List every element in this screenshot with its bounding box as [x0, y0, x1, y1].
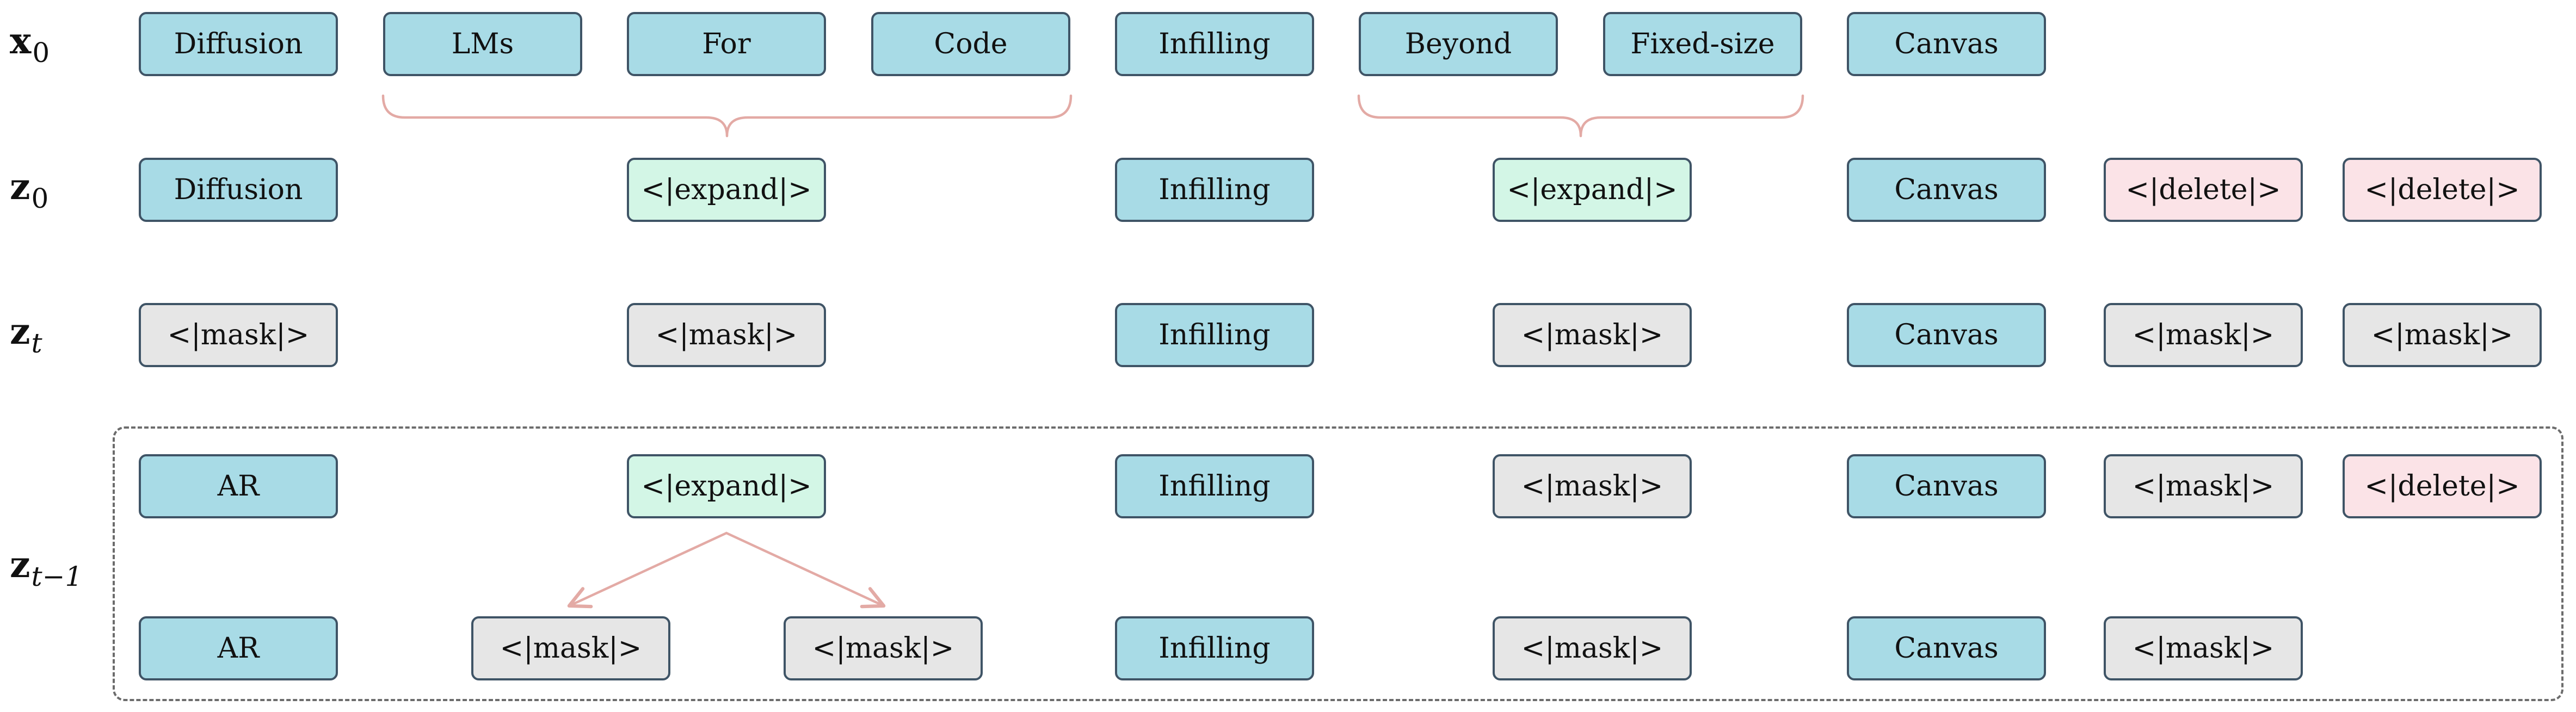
token-x0-1: Diffusion: [139, 12, 338, 76]
row-label-z0: z0: [10, 165, 49, 214]
token-z0-5: Canvas: [1847, 158, 2046, 222]
token-x0-3: For: [627, 12, 826, 76]
token-zt1-lower-5: <|mask|>: [1493, 616, 1692, 680]
token-x0-2: LMs: [383, 12, 582, 76]
token-zt-7: <|mask|>: [2343, 303, 2542, 367]
expand-arrow-right: [725, 531, 886, 609]
token-x0-7: Fixed-size: [1603, 12, 1802, 76]
token-x0-6: Beyond: [1359, 12, 1558, 76]
token-zt1-upper-1: AR: [139, 454, 338, 518]
token-zt-4: <|mask|>: [1493, 303, 1692, 367]
token-zt-6: <|mask|>: [2104, 303, 2303, 367]
token-z0-4: <|expand|>: [1493, 158, 1692, 222]
token-z0-3: Infilling: [1115, 158, 1314, 222]
token-zt-1: <|mask|>: [139, 303, 338, 367]
token-zt1-lower-4: Infilling: [1115, 616, 1314, 680]
token-zt1-upper-3: Infilling: [1115, 454, 1314, 518]
token-zt1-upper-6: <|mask|>: [2104, 454, 2303, 518]
token-x0-8: Canvas: [1847, 12, 2046, 76]
row-label-zt: zt: [10, 310, 42, 359]
token-zt-3: Infilling: [1115, 303, 1314, 367]
row-label-zt-minus-1: zt−1: [10, 543, 83, 592]
token-zt1-upper-2: <|expand|>: [627, 454, 826, 518]
row-label-x0: x0: [10, 20, 50, 69]
zt-minus-1-group-box: [113, 426, 2563, 701]
token-zt-5: Canvas: [1847, 303, 2046, 367]
token-zt1-upper-4: <|mask|>: [1493, 454, 1692, 518]
token-z0-7: <|delete|>: [2343, 158, 2542, 222]
token-z0-2: <|expand|>: [627, 158, 826, 222]
token-z0-1: Diffusion: [139, 158, 338, 222]
brace-beyond-fixed-size: [1357, 94, 1804, 138]
token-x0-5: Infilling: [1115, 12, 1314, 76]
token-zt1-lower-6: Canvas: [1847, 616, 2046, 680]
expand-arrow-left: [567, 531, 728, 609]
token-zt1-upper-5: Canvas: [1847, 454, 2046, 518]
token-x0-4: Code: [871, 12, 1070, 76]
token-zt1-upper-7: <|delete|>: [2343, 454, 2542, 518]
token-z0-6: <|delete|>: [2104, 158, 2303, 222]
token-zt1-lower-2: <|mask|>: [471, 616, 670, 680]
token-zt1-lower-3: <|mask|>: [784, 616, 983, 680]
token-zt1-lower-7: <|mask|>: [2104, 616, 2303, 680]
token-zt-2: <|mask|>: [627, 303, 826, 367]
token-zt1-lower-1: AR: [139, 616, 338, 680]
brace-lms-for-code: [381, 94, 1073, 138]
